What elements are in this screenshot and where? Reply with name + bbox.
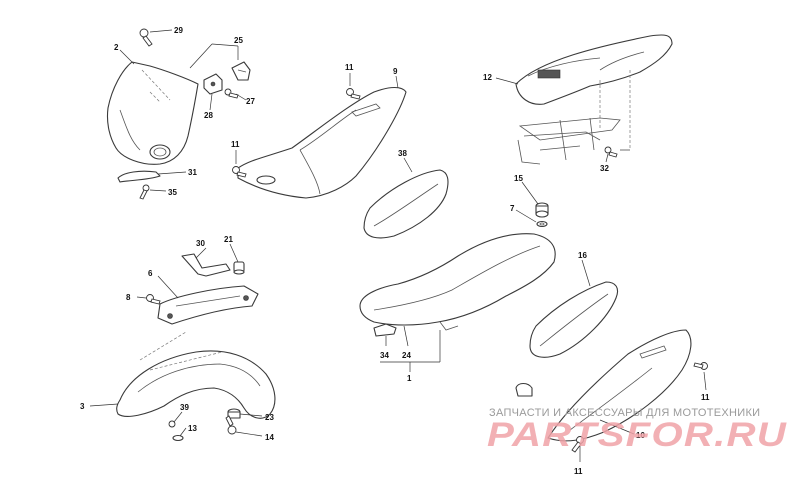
callout-39: 39 xyxy=(180,403,189,412)
headlight-fairing xyxy=(106,61,199,165)
spacer-23 xyxy=(227,408,241,419)
tail-fairing-12 xyxy=(515,34,673,150)
support-plate-31 xyxy=(117,170,161,183)
screw-11-right xyxy=(693,362,708,370)
leader-lines xyxy=(89,29,707,462)
callout-labels: 29 2 25 28 27 31 35 11 9 11 38 12 32 15 … xyxy=(80,26,710,476)
washer-7 xyxy=(536,220,548,228)
callout-23: 23 xyxy=(265,413,274,422)
callout-25: 25 xyxy=(234,36,243,45)
callout-16: 16 xyxy=(578,251,587,260)
callout-8: 8 xyxy=(126,293,131,302)
side-panel-9 xyxy=(237,86,407,199)
callout-12: 12 xyxy=(483,73,492,82)
clamp-bracket-28 xyxy=(203,73,223,95)
callout-35: 35 xyxy=(168,188,177,197)
callout-29: 29 xyxy=(174,26,183,35)
screw-32 xyxy=(604,146,618,158)
callout-3: 3 xyxy=(80,402,85,411)
rubber-21 xyxy=(233,261,245,275)
fastener-39 xyxy=(168,420,176,428)
callout-11-bottom: 11 xyxy=(574,467,583,476)
callout-1: 1 xyxy=(407,374,412,383)
callout-14: 14 xyxy=(265,433,274,442)
callout-2: 2 xyxy=(114,43,119,52)
callout-38: 38 xyxy=(398,149,407,158)
callout-21: 21 xyxy=(224,235,233,244)
watermark-caption: ЗАПЧАСТИ И АКСЕССУАРЫ ДЛЯ МОТОТЕХНИКИ xyxy=(489,407,760,419)
pad-38 xyxy=(363,169,449,239)
screw-27 xyxy=(224,88,239,99)
bumper-block xyxy=(515,382,533,397)
callout-9: 9 xyxy=(393,67,398,76)
callout-31: 31 xyxy=(188,168,197,177)
callout-27: 27 xyxy=(246,97,255,106)
callout-32: 32 xyxy=(600,164,609,173)
callout-11-upper: 11 xyxy=(345,63,354,72)
screw-11-bottom xyxy=(571,436,584,453)
screw-8 xyxy=(146,294,161,305)
screw-11-upper xyxy=(346,88,361,100)
screw-29 xyxy=(139,28,153,47)
mount-plate-6 xyxy=(157,285,259,325)
pad-16 xyxy=(529,281,619,358)
callout-34: 34 xyxy=(380,351,389,360)
bracket-30 xyxy=(181,253,231,277)
washer-13 xyxy=(172,434,184,442)
screw-11-left xyxy=(232,166,247,178)
rear-subframe xyxy=(517,117,621,165)
watermark-logo: PARTSFOR.RU xyxy=(487,416,788,454)
screw-35 xyxy=(139,184,150,200)
callout-15: 15 xyxy=(514,174,523,183)
watermark: ЗАПЧАСТИ И АКСЕССУАРЫ ДЛЯ МОТОТЕХНИКИ PA… xyxy=(487,407,788,454)
side-panel-10 xyxy=(547,329,692,442)
callout-28: 28 xyxy=(204,111,213,120)
callout-24: 24 xyxy=(402,351,411,360)
callout-7: 7 xyxy=(510,204,515,213)
seat-1 xyxy=(359,233,556,331)
callout-6: 6 xyxy=(148,269,153,278)
bracket-25 xyxy=(231,61,251,81)
rubber-pad-34 xyxy=(373,323,397,337)
nut-15 xyxy=(535,202,549,218)
callout-30: 30 xyxy=(196,239,205,248)
callout-10: 10 xyxy=(636,431,645,440)
callout-11-right: 11 xyxy=(701,393,710,402)
screw-14 xyxy=(225,415,237,435)
callout-11-left: 11 xyxy=(231,140,240,149)
callout-13: 13 xyxy=(188,424,197,433)
front-mudguard-3 xyxy=(116,350,276,419)
